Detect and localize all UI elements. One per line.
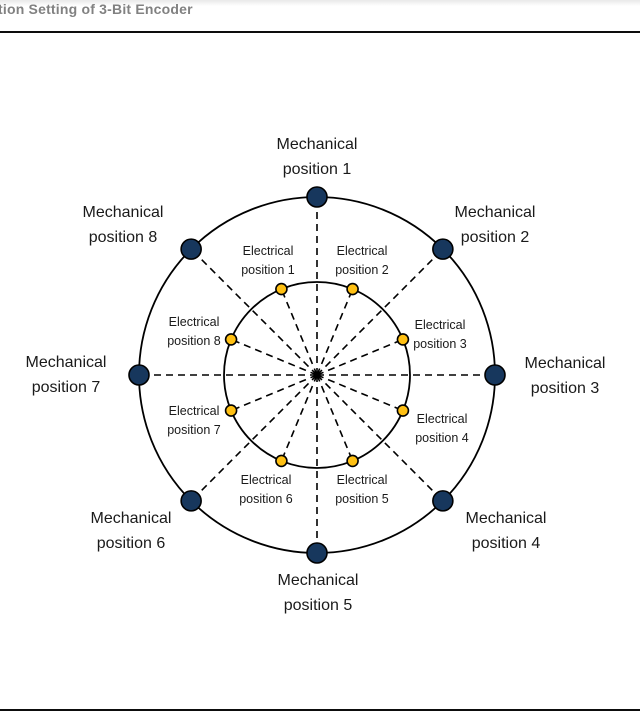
mechanical-dot-8 bbox=[180, 238, 202, 260]
page-title: tion Setting of 3-Bit Encoder bbox=[0, 1, 193, 17]
mechanical-dot-1 bbox=[306, 186, 328, 208]
electrical-dot-3 bbox=[396, 333, 410, 346]
mechanical-ray-2 bbox=[316, 248, 444, 376]
electrical-dot-1 bbox=[275, 282, 288, 296]
mechanical-position-5-label: Mechanical position 5 bbox=[277, 572, 359, 614]
electrical-position-6-label: Electrical position 6 bbox=[239, 473, 293, 506]
mechanical-position-7-label: Mechanical position 7 bbox=[25, 354, 107, 396]
electrical-position-7-label: Electrical position 7 bbox=[167, 404, 221, 437]
mechanical-dot-4 bbox=[432, 490, 454, 512]
mechanical-dot-3 bbox=[484, 364, 506, 386]
mechanical-dot-6 bbox=[180, 490, 202, 512]
electrical-ray-1 bbox=[280, 288, 318, 376]
electrical-position-5-label: Electrical position 5 bbox=[335, 473, 389, 506]
mechanical-ray-6 bbox=[190, 374, 318, 502]
electrical-dot-4 bbox=[396, 404, 410, 417]
electrical-dot-2 bbox=[346, 282, 359, 296]
electrical-dot-8 bbox=[224, 333, 238, 346]
top-shade bbox=[0, 0, 640, 6]
electrical-ray-7 bbox=[230, 374, 318, 412]
mechanical-ray-8 bbox=[190, 248, 318, 376]
electrical-position-4-label: Electrical position 4 bbox=[415, 412, 469, 445]
electrical-ray-3 bbox=[316, 338, 404, 376]
mechanical-position-1-label: Mechanical position 1 bbox=[276, 136, 358, 178]
electrical-position-3-label: Electrical position 3 bbox=[413, 318, 467, 351]
bottom-rule bbox=[0, 709, 640, 712]
mechanical-ray-4 bbox=[316, 374, 444, 502]
electrical-dot-7 bbox=[224, 404, 238, 417]
electrical-dot-5 bbox=[346, 454, 359, 468]
mechanical-dot-2 bbox=[432, 238, 454, 260]
top-rule bbox=[0, 31, 640, 34]
electrical-position-2-label: Electrical position 2 bbox=[335, 244, 389, 277]
electrical-dot-6 bbox=[275, 454, 288, 468]
electrical-ray-4 bbox=[316, 374, 404, 412]
electrical-ray-6 bbox=[280, 374, 318, 462]
mechanical-position-4-label: Mechanical position 4 bbox=[465, 510, 547, 552]
mechanical-position-2-label: Mechanical position 2 bbox=[454, 204, 536, 246]
inner-circle bbox=[223, 281, 411, 469]
electrical-ray-8 bbox=[230, 338, 318, 376]
electrical-ray-2 bbox=[316, 288, 354, 376]
mechanical-position-3-label: Mechanical position 3 bbox=[524, 355, 606, 397]
electrical-position-8-label: Electrical position 8 bbox=[167, 315, 221, 348]
mechanical-position-8-label: Mechanical position 8 bbox=[82, 204, 164, 246]
mechanical-dot-5 bbox=[306, 542, 328, 564]
mechanical-position-6-label: Mechanical position 6 bbox=[90, 510, 172, 552]
electrical-position-1-label: Electrical position 1 bbox=[241, 244, 295, 277]
mechanical-dot-7 bbox=[128, 364, 150, 386]
electrical-ray-5 bbox=[316, 374, 354, 462]
